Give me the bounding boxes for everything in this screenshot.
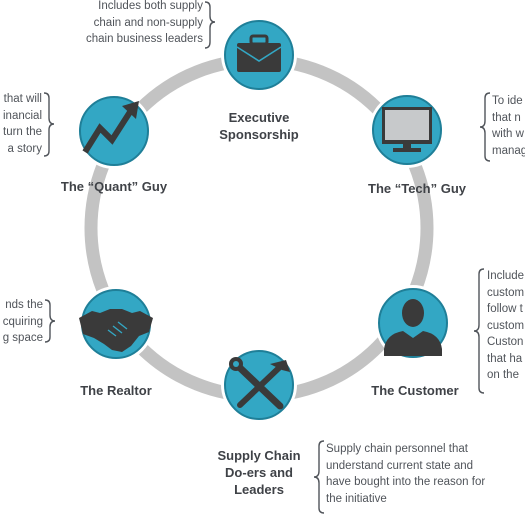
note-line: that will (3, 93, 42, 105)
role-label-line: The Customer (371, 383, 459, 398)
brace-customer (473, 268, 485, 394)
person-icon (384, 299, 442, 356)
note-customer: Include custom follow t custom Custon th… (487, 268, 524, 384)
note-quant: that will inancial turn the a story (3, 91, 42, 157)
note-line: that n (492, 111, 521, 124)
role-label-line: The Realtor (80, 383, 152, 398)
brace-tech (479, 92, 491, 162)
role-label-line: Do-ers and (225, 465, 293, 480)
node-doers (221, 347, 297, 423)
tools-icon (229, 357, 290, 410)
note-line: with w (492, 128, 524, 140)
role-label-line: Supply Chain (217, 448, 301, 463)
note-line: manag (492, 144, 525, 157)
note-line: the initiative (326, 492, 387, 505)
note-executive: Includes both supply chain and non-suppl… (86, 0, 203, 48)
note-line: chain and non-supply (93, 16, 203, 29)
note-line: a story (7, 142, 42, 155)
role-label-doers: Supply Chain Do-ers and Leaders (202, 447, 316, 498)
note-line: turn the (3, 126, 42, 138)
role-label-line: Executive (228, 110, 290, 125)
note-tech: To ide that n with w manag (492, 93, 525, 159)
role-label-line: The “Quant” Guy (60, 179, 168, 194)
note-line: understand current state and (326, 459, 474, 472)
trend-up-icon (82, 101, 139, 154)
note-line: have bought into the reason for (326, 476, 486, 488)
note-line: follow t (487, 303, 523, 315)
role-label-quant: The “Quant” Guy (44, 178, 184, 195)
role-label-line: Sponsorship (219, 127, 299, 142)
role-label-executive: Executive Sponsorship (199, 109, 319, 143)
note-line: custom (487, 319, 525, 332)
note-line: Include (487, 270, 525, 282)
brace-quant (43, 92, 55, 157)
node-realtor (78, 286, 154, 362)
role-label-realtor: The Realtor (61, 382, 171, 399)
node-quant (76, 93, 152, 169)
brace-executive (204, 1, 216, 49)
note-line: that ha (487, 352, 523, 365)
brace-realtor (44, 299, 56, 343)
note-line: Supply chain personnel that (326, 443, 468, 455)
node-customer (375, 285, 451, 361)
node-executive (221, 17, 297, 93)
note-realtor: nds the cquiring g space (3, 297, 43, 347)
note-line: Includes both supply (98, 0, 203, 12)
briefcase-icon (236, 34, 282, 72)
role-label-line: The “Tech” Guy (368, 181, 466, 196)
note-line: custom (487, 286, 525, 299)
handshake-icon (79, 309, 153, 352)
note-line: cquiring (2, 315, 43, 328)
note-line: nds the (5, 299, 43, 311)
note-line: g space (2, 332, 43, 344)
note-line: on the (487, 369, 519, 381)
note-line: To ide (492, 95, 523, 107)
note-line: inancial (3, 109, 42, 122)
role-label-line: Leaders (234, 482, 284, 497)
note-doers: Supply chain personnel that understand c… (326, 441, 485, 507)
monitor-icon (382, 107, 432, 152)
node-tech (369, 92, 445, 168)
role-label-tech: The “Tech” Guy (352, 180, 482, 197)
role-label-customer: The Customer (353, 382, 477, 399)
brace-doers (313, 440, 325, 514)
note-line: Custon (487, 336, 524, 348)
note-line: chain business leaders (86, 33, 203, 45)
